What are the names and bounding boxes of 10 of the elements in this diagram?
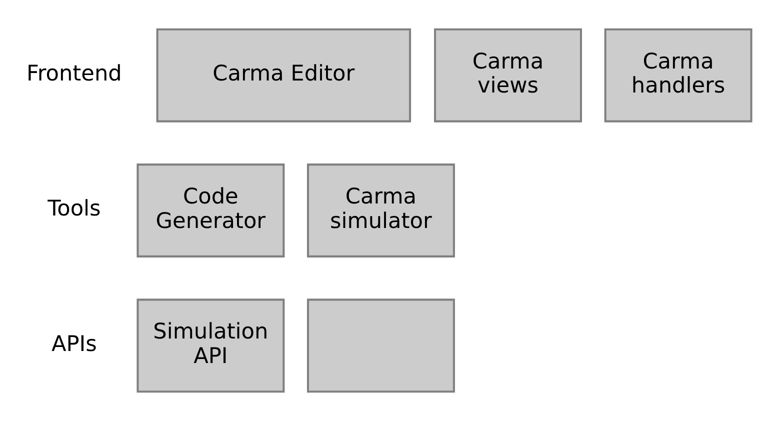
node-box: Carma simulator bbox=[306, 164, 454, 258]
label: APIs bbox=[50, 332, 96, 357]
node-box: Simulation API bbox=[136, 298, 284, 393]
label: Frontend bbox=[26, 61, 122, 86]
node-box: Carma handlers bbox=[604, 28, 752, 122]
node-box: Carma Editor bbox=[156, 28, 411, 122]
node-box bbox=[306, 298, 454, 393]
node-box: Code Generator bbox=[136, 164, 284, 258]
node-box: Carma views bbox=[434, 28, 582, 122]
label: Tools bbox=[47, 196, 100, 222]
